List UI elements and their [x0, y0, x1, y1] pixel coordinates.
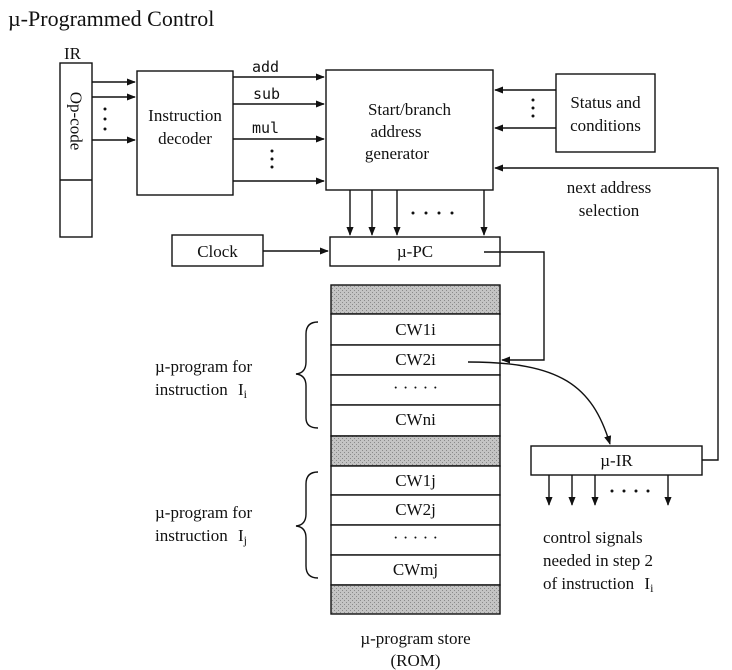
control-signals-line3: of instruction Ii — [543, 574, 654, 595]
status-label-line2: conditions — [570, 116, 641, 135]
program-i-word: instruction — [155, 380, 228, 399]
status-label-line1: Status and — [570, 93, 641, 112]
output-sub: sub — [253, 85, 281, 103]
program-j-line2: instruction Ij — [155, 526, 247, 547]
ir-label: IR — [64, 44, 81, 63]
program-i-line1: µ-program for — [155, 357, 253, 376]
next-address-line2: selection — [578, 201, 640, 220]
decoder-label-line2: decoder — [158, 129, 212, 148]
decoder-label-line1: Instruction — [148, 106, 222, 125]
status-box — [555, 73, 656, 153]
next-address-line1: next address — [566, 178, 652, 197]
brace-program-j — [295, 471, 319, 579]
generator-label-line1: Start/branch — [367, 100, 452, 119]
control-signals-sym: I — [644, 574, 651, 593]
program-j-sym: I — [237, 526, 244, 545]
instruction-decoder-box — [136, 70, 234, 196]
program-j-line1: µ-program for — [155, 503, 253, 522]
control-signals-word: of instruction — [543, 574, 635, 593]
rom-row-cwmj: CWmj — [392, 560, 439, 579]
address-generator-box — [325, 69, 494, 191]
store-caption-line1: µ-program store — [360, 629, 471, 648]
rom-row-cwni: CWni — [395, 410, 436, 429]
brace-program-i — [295, 321, 319, 429]
program-j-word: instruction — [155, 526, 228, 545]
generator-label-line3: generator — [364, 144, 430, 163]
control-signals-sub: i — [650, 581, 654, 595]
rom-row-ellipsis-j: · · · · · — [392, 528, 439, 547]
rom-store — [330, 284, 501, 615]
rom-row-cw2i: CW2i — [395, 350, 436, 369]
store-caption-line2: (ROM) — [390, 651, 441, 670]
program-i-line2: instruction Ii — [155, 380, 247, 401]
rom-row-ellipsis-i: · · · · · — [392, 378, 439, 397]
clock-label: Clock — [197, 242, 238, 261]
rom-row-cw2j: CW2j — [395, 500, 436, 519]
upc-label: µ-PC — [396, 242, 434, 261]
generator-label-line2: address — [370, 122, 422, 141]
uir-label: µ-IR — [600, 451, 633, 470]
rom-row-cw1i: CW1i — [395, 320, 436, 339]
output-add: add — [252, 58, 280, 76]
program-j-sub: j — [243, 533, 247, 547]
page-title: µ-Programmed Control — [8, 6, 215, 31]
ir-register — [59, 62, 93, 238]
program-i-sym: I — [237, 380, 244, 399]
control-signals-line1: control signals — [543, 528, 643, 547]
rom-row-cw1j: CW1j — [395, 471, 436, 490]
output-mul: mul — [252, 119, 280, 137]
control-signals-line2: needed in step 2 — [543, 551, 653, 570]
program-i-sub: i — [243, 387, 247, 401]
opcode-label: Op-code — [66, 91, 86, 151]
ellipsis-dots — [103, 98, 650, 493]
